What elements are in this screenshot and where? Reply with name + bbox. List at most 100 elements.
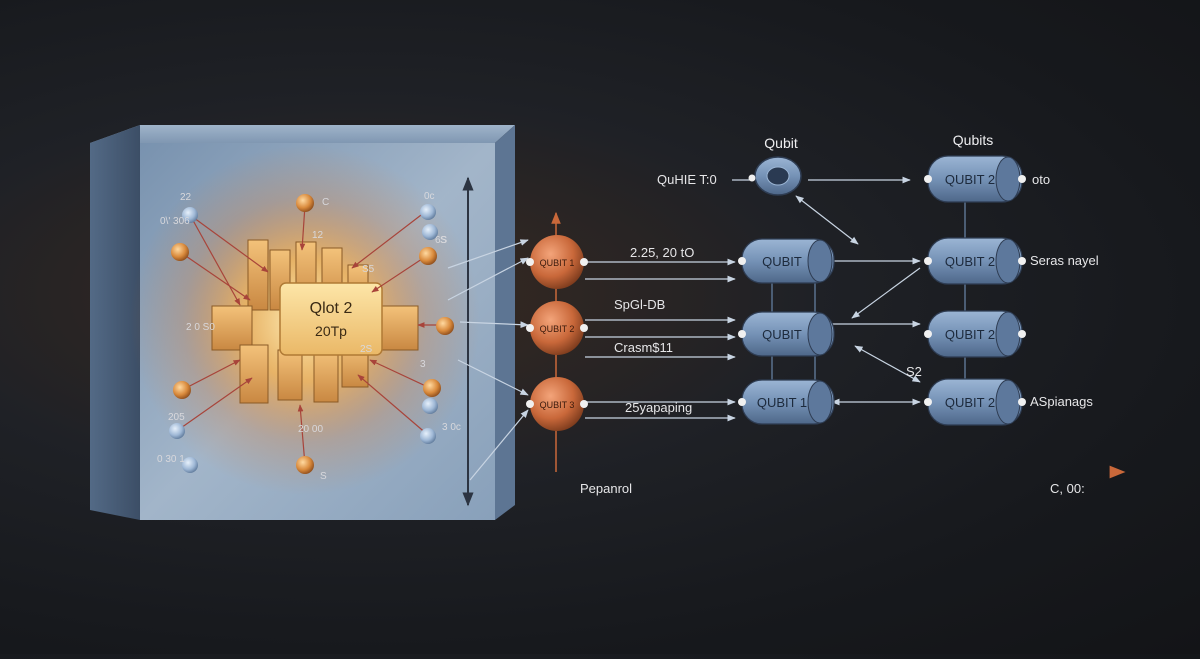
cylinder-cap: [995, 379, 1021, 425]
connection-arrow: [371, 254, 429, 293]
port-dot: [1018, 330, 1026, 338]
cube-top-face: [90, 125, 515, 143]
qubit-label: QUBIT 2: [945, 327, 995, 342]
cube-label: 205: [168, 412, 185, 423]
port-dot: [748, 174, 756, 182]
connection-arrow: [297, 404, 306, 466]
middle-qubit-2[interactable]: QUBIT: [738, 311, 835, 357]
port-dot: [738, 257, 746, 265]
cube-label: 2 0 S0: [186, 322, 215, 333]
right-qubit-1[interactable]: QUBIT 2: [924, 155, 1026, 203]
gold-sphere: [423, 379, 441, 397]
blue-sphere: [182, 207, 198, 223]
cube-label: C: [322, 197, 329, 208]
cube-label: 12: [312, 230, 324, 241]
port-dot: [924, 257, 932, 265]
cube-left-face: [90, 125, 140, 520]
orange-qubit-3[interactable]: QUBIT 3: [526, 377, 588, 431]
cube-label: 2S: [360, 344, 373, 355]
row-arrows: [585, 176, 921, 422]
link-arrow: [447, 239, 529, 269]
gold-sphere: [436, 317, 454, 335]
right-qubit-2[interactable]: QUBIT 2: [924, 237, 1026, 285]
cube-right-face: [495, 125, 515, 520]
cube-label: 0\' 306: [160, 216, 190, 227]
label-right-row4: ASpianags: [1030, 394, 1093, 409]
orange-qubit-label: QUBIT 1: [540, 258, 575, 268]
cube-connections: [177, 204, 442, 466]
right-qubit-4[interactable]: QUBIT 2: [924, 378, 1026, 426]
chip-block: [211, 305, 253, 351]
right-qubit-3[interactable]: QUBIT 2: [924, 310, 1026, 358]
cube-label: 0c: [424, 191, 435, 202]
cryostat-cube: [90, 125, 515, 520]
chip-block: [277, 349, 303, 401]
diag-arrow: [851, 267, 921, 319]
orange-qubit-label: QUBIT 2: [540, 324, 575, 334]
blue-sphere: [420, 204, 436, 220]
link-arrow: [469, 409, 529, 481]
label-right-row3: S2: [906, 364, 922, 379]
cube-label: 3: [420, 359, 426, 370]
orange-qubit-2[interactable]: QUBIT 2: [526, 301, 588, 355]
connection-arrow: [351, 211, 426, 269]
port-dot: [924, 330, 932, 338]
top-qubit-center: [766, 166, 790, 186]
cube-labels: 22 0\' 306 C 12 0c S S5 2 0 S0 205 0 30 …: [157, 191, 461, 482]
core-chip-label-2: 20Tp: [315, 323, 347, 339]
qubit-label: QUBIT 2: [945, 395, 995, 410]
cylinder-cap: [807, 239, 833, 283]
middle-qubit-1[interactable]: QUBIT: [738, 238, 835, 284]
connection-arrow: [189, 214, 269, 273]
cube-label: 20 00: [298, 424, 323, 435]
port-dot: [924, 398, 932, 406]
header-qubits: Qubits: [953, 132, 993, 148]
qubit-label: QUBIT 2: [945, 172, 995, 187]
orange-qubit-label: QUBIT 3: [540, 400, 575, 410]
qubit-label: QUBIT: [762, 327, 802, 342]
port-dot: [526, 258, 534, 266]
cylinder-cap: [807, 380, 833, 424]
orange-qubit-1[interactable]: QUBIT 1: [526, 235, 588, 289]
qubit-label: QUBIT 2: [945, 254, 995, 269]
chip-block: [239, 344, 269, 404]
gold-sphere: [296, 456, 314, 474]
port-dot: [1018, 175, 1026, 183]
link-arrow: [447, 257, 529, 301]
port-dot: [1018, 257, 1026, 265]
orange-qubit-sphere: [530, 377, 584, 431]
label-row4: 25yapaping: [625, 400, 692, 415]
link-arrow: [457, 359, 529, 396]
qubit-label: QUBIT: [762, 254, 802, 269]
connection-arrow: [189, 214, 241, 306]
port-dot: [1018, 398, 1026, 406]
label-right-top: oto: [1032, 172, 1050, 187]
gold-sphere: [419, 247, 437, 265]
port-dot: [580, 258, 588, 266]
qubit-label: QUBIT 1: [757, 395, 807, 410]
port-dot: [526, 324, 534, 332]
middle-qubit-3[interactable]: QUBIT 1: [738, 379, 835, 425]
connection-arrow: [177, 377, 253, 431]
gold-sphere: [173, 381, 191, 399]
axis-label-left: Pepanrol: [580, 481, 632, 496]
axis-label-right: C, 00:: [1050, 481, 1085, 496]
port-dot: [924, 175, 932, 183]
diag-arrow: [854, 345, 921, 383]
top-qubit[interactable]: [748, 156, 802, 196]
cube-label: S5: [362, 264, 375, 275]
header-qubit: Qubit: [764, 135, 798, 151]
cylinder-cap: [995, 156, 1021, 202]
gold-sphere: [171, 243, 189, 261]
link-arrow: [459, 321, 529, 329]
orange-qubit-sphere: [530, 235, 584, 289]
cylinder-cap: [995, 238, 1021, 284]
blue-sphere: [169, 423, 185, 439]
label-top-left: QuHIE T:0: [657, 172, 717, 187]
core-chip-label-1: Qlot 2: [310, 300, 353, 317]
blue-sphere: [422, 224, 438, 240]
chip-array: Qlot 2 20Tp: [211, 239, 419, 404]
cube-label: 6S: [435, 235, 448, 246]
